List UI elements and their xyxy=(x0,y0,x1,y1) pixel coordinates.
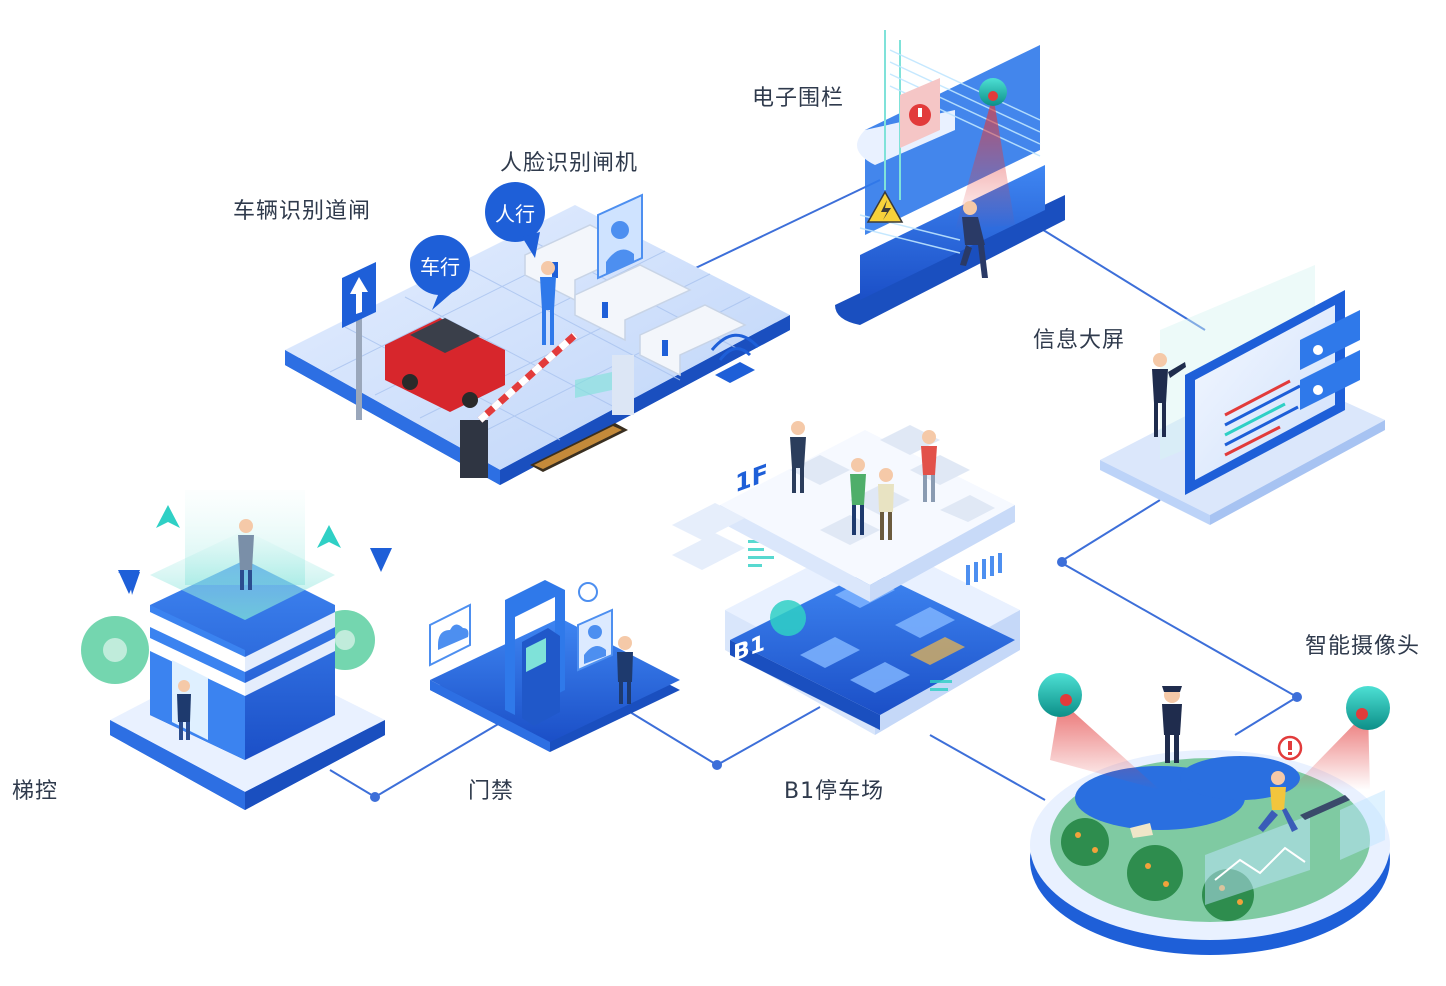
bubble-pedestrian-text: 人行 xyxy=(495,202,535,226)
hazard-icon xyxy=(866,190,904,223)
bubble-vehicle-text: 车行 xyxy=(420,255,460,279)
label-access-control: 门禁 xyxy=(468,779,515,804)
cloud-icon xyxy=(429,603,471,667)
electronic-fence-scene xyxy=(835,30,1065,325)
label-face-gate: 人脸识别闸机 xyxy=(500,151,639,176)
info-screen-scene xyxy=(1100,265,1385,525)
person-icon xyxy=(1162,686,1182,763)
person-icon xyxy=(960,201,988,278)
person-icon xyxy=(1152,353,1186,437)
line-access-parking xyxy=(629,706,821,767)
elevator-control-scene xyxy=(81,490,392,810)
smart-camera-scene xyxy=(1030,673,1390,955)
label-elevator-control: 梯控 xyxy=(12,779,59,804)
camera-dome-icon xyxy=(1346,686,1390,730)
down-arrow-icon xyxy=(118,548,392,595)
pedestrian-speech-bubble: 人行 xyxy=(485,182,545,258)
people-group xyxy=(790,421,937,540)
label-parking-b1: B1停车场 xyxy=(784,779,885,804)
connector-nodes xyxy=(370,557,1302,802)
up-arrow-icon xyxy=(156,505,341,548)
parking-b1-scene: 1F B1 xyxy=(672,421,1020,735)
person-icon xyxy=(617,636,633,704)
wifi-icon xyxy=(710,333,760,383)
line-fence-screen xyxy=(1039,227,1206,331)
car-icon xyxy=(385,318,505,412)
person-icon xyxy=(1258,771,1298,832)
alert-icon xyxy=(1277,735,1303,761)
label-vehicle-gate: 车辆识别道闸 xyxy=(233,199,372,224)
gate-platform-scene xyxy=(285,193,790,485)
label-electronic-fence: 电子围栏 xyxy=(752,86,845,111)
label-info-screen: 信息大屏 xyxy=(1033,328,1126,353)
access-control-scene xyxy=(429,580,680,752)
line-parking-camera xyxy=(929,734,1046,801)
line-parking-screen xyxy=(1059,499,1161,563)
camera-dome-icon xyxy=(979,78,1007,106)
person-icon xyxy=(540,261,556,345)
camera-dome-icon xyxy=(1038,673,1082,717)
person-icon xyxy=(177,519,254,740)
label-smart-camera: 智能摄像头 xyxy=(1305,634,1421,659)
vehicle-speech-bubble: 车行 xyxy=(410,235,470,310)
